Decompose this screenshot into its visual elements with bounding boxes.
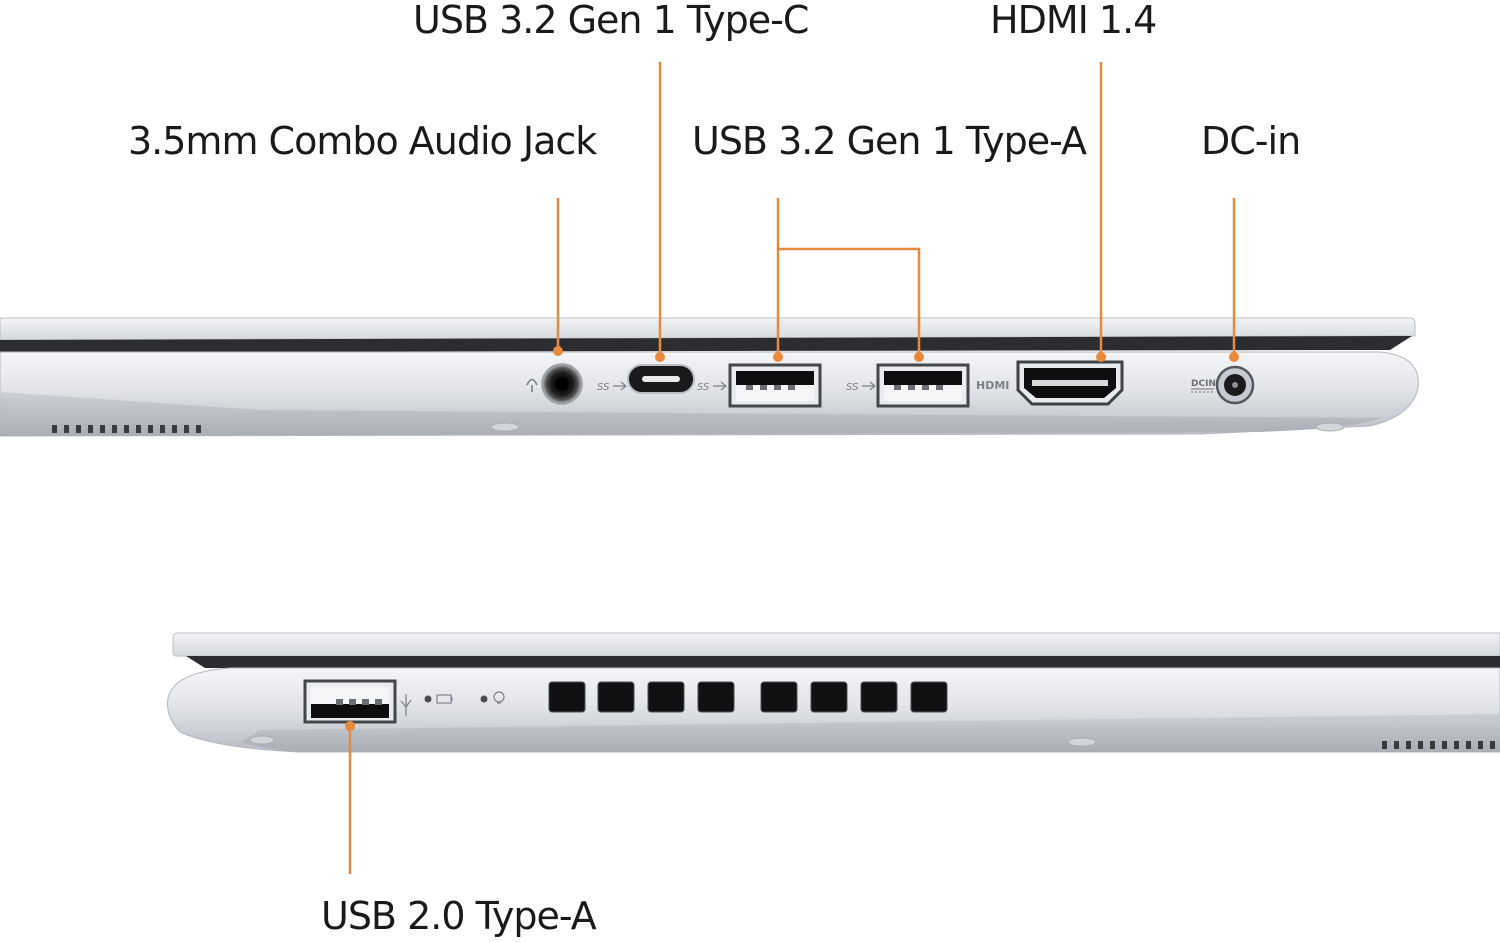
lid-top bbox=[0, 317, 1416, 341]
speaker-grille bbox=[52, 425, 201, 433]
callout-line-usb-a-bracket bbox=[778, 247, 921, 356]
laptop-left-side-view bbox=[167, 632, 1500, 753]
usb-a-port-1 bbox=[728, 363, 822, 408]
lid-top bbox=[172, 632, 1500, 657]
rubber-foot bbox=[490, 422, 520, 432]
headset-icon bbox=[526, 378, 538, 392]
callout-lines bbox=[348, 62, 1236, 874]
usb-icon bbox=[400, 694, 412, 716]
ss-marking-2: SS bbox=[697, 382, 710, 393]
status-led bbox=[480, 695, 488, 703]
usb-a-port-2 bbox=[876, 363, 970, 408]
lightbulb-icon bbox=[493, 691, 505, 704]
power-led bbox=[424, 695, 432, 703]
dcin-marking: DCIN bbox=[1191, 379, 1216, 389]
label-hdmi: HDMI 1.4 bbox=[990, 0, 1157, 42]
usb-2-port bbox=[303, 679, 397, 724]
rubber-foot bbox=[249, 735, 275, 745]
ss-usb-icon: SS SS SS bbox=[597, 381, 876, 393]
battery-icon bbox=[436, 694, 453, 704]
air-vents bbox=[548, 681, 948, 713]
hdmi-marking: HDMI bbox=[976, 379, 1009, 392]
base-bottom bbox=[240, 714, 1500, 752]
label-usb-2: USB 2.0 Type-A bbox=[321, 894, 597, 938]
callout-dots bbox=[345, 346, 1239, 731]
rubber-foot bbox=[1067, 737, 1097, 747]
lid-seam bbox=[186, 656, 1500, 670]
ss-marking-1: SS bbox=[597, 382, 610, 393]
label-audio-jack: 3.5mm Combo Audio Jack bbox=[128, 119, 597, 163]
label-dc-in: DC-in bbox=[1201, 119, 1301, 163]
base-bottom bbox=[0, 392, 1380, 436]
label-usb-c: USB 3.2 Gen 1 Type-C bbox=[413, 0, 809, 42]
label-usb-a: USB 3.2 Gen 1 Type-A bbox=[692, 119, 1087, 163]
lid-seam bbox=[0, 336, 1412, 352]
rubber-foot bbox=[1315, 422, 1345, 432]
ss-marking-3: SS bbox=[846, 382, 859, 393]
speaker-grille bbox=[1382, 741, 1495, 749]
laptop-right-side-view: SS SS SS bbox=[0, 317, 1419, 437]
hdmi-port bbox=[1016, 360, 1124, 406]
